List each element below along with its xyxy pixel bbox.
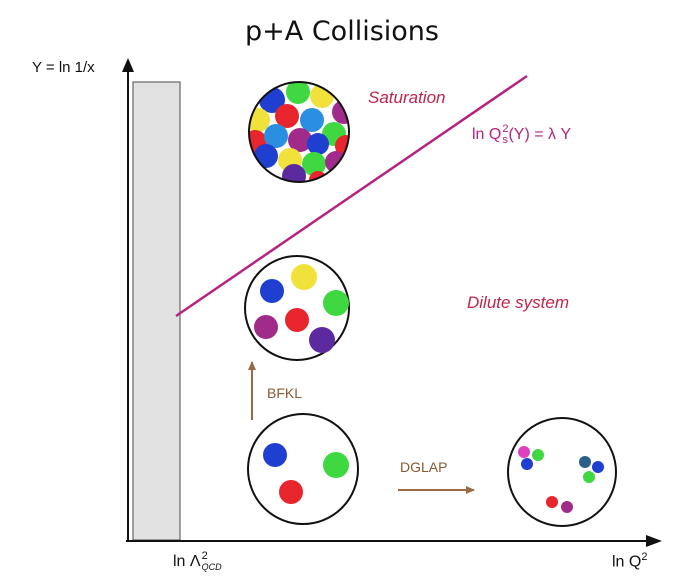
x-axis-label: ln Q2 (612, 551, 647, 571)
x-axis-label-main: ln Q (612, 553, 642, 571)
y-axis-arrow (122, 58, 134, 72)
bfkl-label: BFKL (267, 385, 303, 401)
sat-label-suffix: (Y) = λ Y (508, 126, 572, 144)
low-energy-proton (247, 413, 359, 525)
x-marker-sub: QCD (201, 562, 222, 572)
diagram-title: p+A Collisions (245, 16, 439, 47)
sat-label-prefix: ln Q (472, 126, 502, 144)
high-q2-proton (507, 417, 617, 527)
x-axis-arrow (646, 535, 662, 547)
saturation-line (175, 74, 528, 318)
sat-label-sup: 2 (502, 123, 509, 135)
saturated-proton (248, 81, 350, 183)
saturation-label: Saturation (368, 88, 446, 107)
sat-label-sub: s (502, 134, 508, 146)
non-perturbative-band (132, 81, 181, 541)
dilute-system-label: Dilute system (467, 293, 570, 312)
dilute-proton (244, 255, 350, 361)
x-marker-main: ln Λ (173, 553, 201, 571)
x-axis-label-sup: 2 (641, 551, 648, 563)
dglap-label: DGLAP (400, 459, 448, 475)
y-axis-label: Y = ln 1/x (32, 59, 95, 76)
x-marker-sup: 2 (201, 550, 208, 562)
